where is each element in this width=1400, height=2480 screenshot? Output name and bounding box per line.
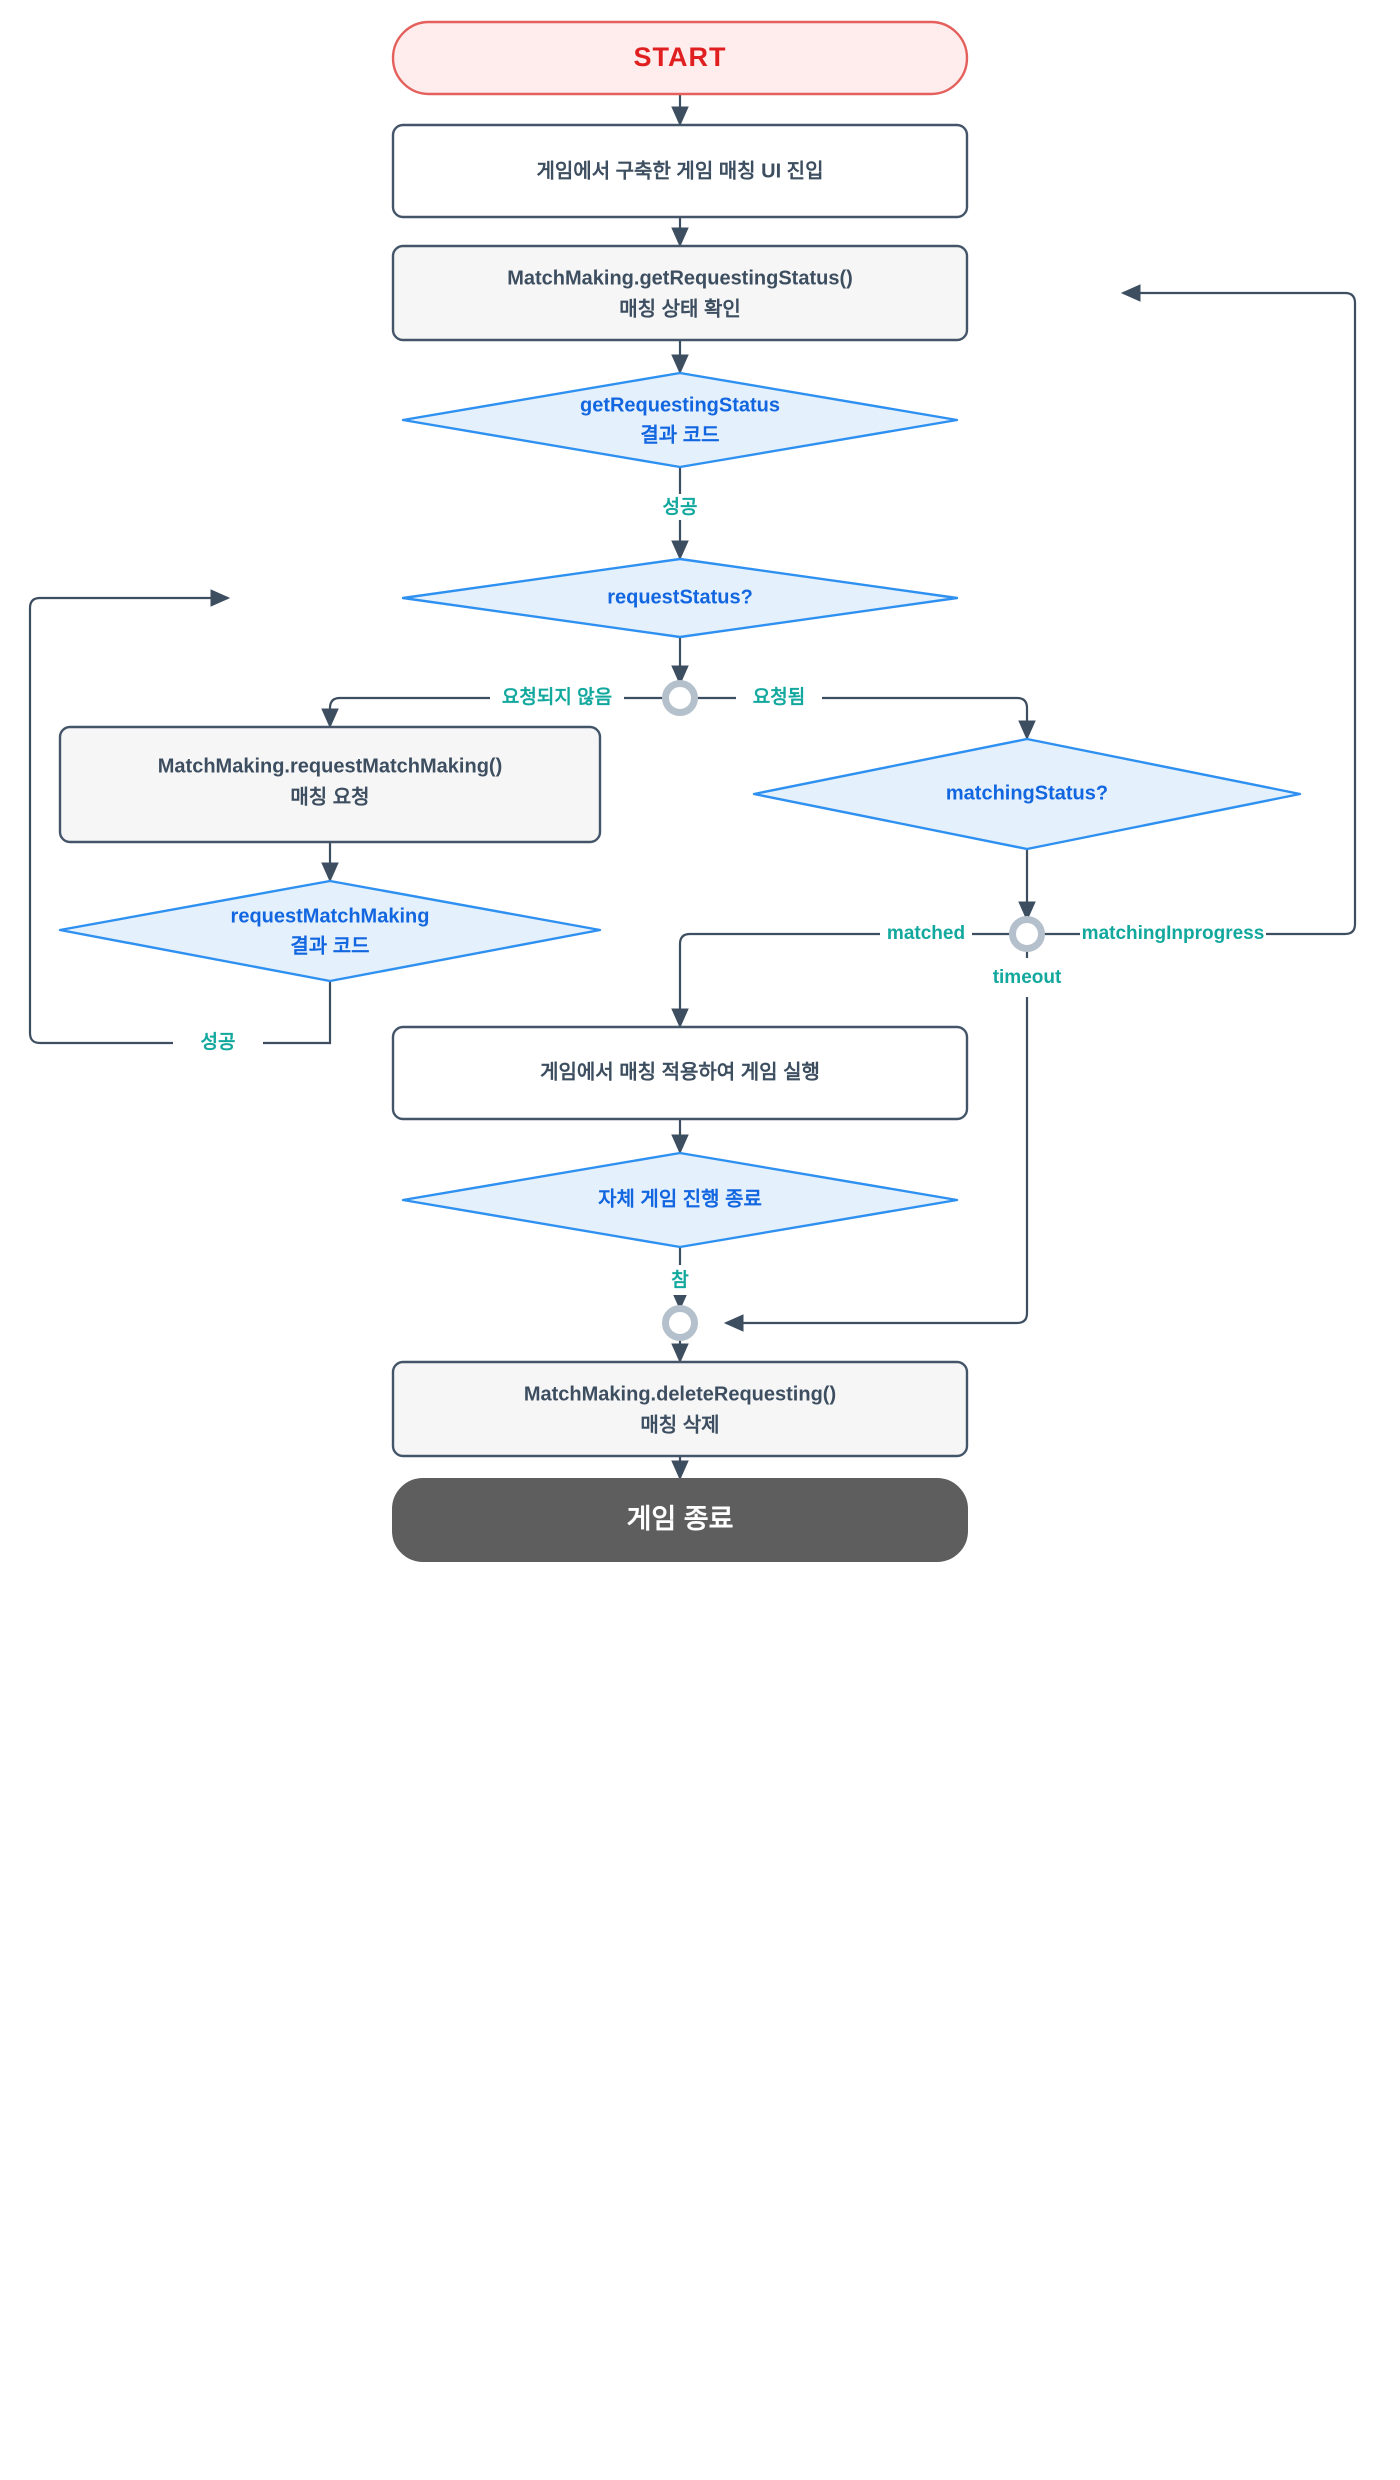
edge-not-requested-to-request-mm	[321, 696, 492, 729]
node-start-label: START	[634, 42, 727, 72]
edge-label-matching-in-progress: matchingInprogress	[1080, 921, 1266, 947]
node-matching-status-label: matchingStatus?	[946, 782, 1108, 804]
node-game-finished[interactable]: 자체 게임 진행 종료	[401, 1151, 959, 1249]
edge-requested-to-matching-status	[820, 696, 1036, 741]
edge-label-matched-text: matched	[887, 923, 965, 944]
node-game-finished-label: 자체 게임 진행 종료	[598, 1187, 762, 1210]
node-enter-ui-label: 게임에서 구축한 게임 매칭 UI 진입	[537, 159, 824, 182]
node-matching-status[interactable]: matchingStatus?	[752, 737, 1302, 851]
junction-before-delete	[662, 1305, 698, 1341]
node-request-status-label: requestStatus?	[607, 586, 753, 608]
edge-label-true-text: 참	[671, 1269, 689, 1291]
node-run-game[interactable]: 게임에서 매칭 적용하여 게임 실행	[391, 1025, 969, 1121]
edge-label-matched: matched	[880, 921, 972, 947]
edge-label-not-requested: 요청되지 않음	[490, 685, 624, 711]
edge-in-progress-loop	[1120, 284, 1357, 936]
node-request-status[interactable]: requestStatus?	[401, 557, 959, 639]
edge-label-get-status-success: 성공	[650, 494, 710, 520]
node-request-matchmaking-result-code-line1: requestMatchMaking	[231, 905, 430, 927]
node-get-status-result-code-line1: getRequestingStatus	[580, 394, 780, 416]
connectors	[28, 93, 1357, 1481]
node-delete-requesting-line2: 매칭 삭제	[640, 1413, 719, 1436]
node-enter-ui[interactable]: 게임에서 구축한 게임 매칭 UI 진입	[391, 123, 969, 219]
edge-label-requested-text: 요청됨	[753, 686, 805, 708]
node-request-matchmaking-result-code-line2: 결과 코드	[290, 934, 369, 957]
node-start[interactable]: START	[391, 20, 969, 96]
node-get-requesting-status-line2: 매칭 상태 확인	[619, 296, 741, 320]
edge-label-timeout: timeout	[972, 964, 1082, 992]
edge-label-request-mm-success-text: 성공	[201, 1031, 236, 1053]
node-get-requesting-status[interactable]: MatchMaking.getRequestingStatus() 매칭 상태 …	[391, 244, 969, 342]
edge-label-timeout-text: timeout	[993, 967, 1062, 988]
node-request-matchmaking-result-code[interactable]: requestMatchMaking 결과 코드	[58, 879, 602, 983]
junction-matching-status	[1009, 916, 1045, 952]
node-delete-requesting[interactable]: MatchMaking.deleteRequesting() 매칭 삭제	[391, 1360, 969, 1458]
edge-matched-to-run-game	[671, 932, 883, 1029]
edge-label-matching-in-progress-text: matchingInprogress	[1082, 923, 1265, 944]
node-end-label: 게임 종료	[627, 1504, 734, 1534]
node-request-matchmaking-line1: MatchMaking.requestMatchMaking()	[158, 755, 502, 777]
edge-request-mm-success-loop2	[28, 589, 231, 1045]
edge-label-not-requested-text: 요청되지 않음	[502, 686, 612, 708]
node-request-matchmaking-line2: 매칭 요청	[290, 785, 369, 808]
edge-label-true: 참	[657, 1267, 703, 1295]
node-get-status-result-code-line2: 결과 코드	[640, 423, 719, 446]
edge-label-requested: 요청됨	[736, 685, 822, 711]
node-delete-requesting-line1: MatchMaking.deleteRequesting()	[524, 1383, 836, 1405]
edge-label-get-status-success-text: 성공	[663, 496, 698, 518]
edge-timeout-to-junction-end	[723, 997, 1029, 1332]
junction-request-status	[662, 680, 698, 716]
edge-request-mm-success-loop	[262, 982, 332, 1045]
edge-label-request-mm-success: 성공	[173, 1030, 263, 1056]
node-get-requesting-status-line1: MatchMaking.getRequestingStatus()	[507, 267, 853, 289]
node-get-status-result-code[interactable]: getRequestingStatus 결과 코드	[401, 371, 959, 469]
node-request-matchmaking[interactable]: MatchMaking.requestMatchMaking() 매칭 요청	[58, 725, 602, 844]
node-run-game-label: 게임에서 매칭 적용하여 게임 실행	[540, 1060, 820, 1083]
node-end[interactable]: 게임 종료	[392, 1478, 968, 1562]
